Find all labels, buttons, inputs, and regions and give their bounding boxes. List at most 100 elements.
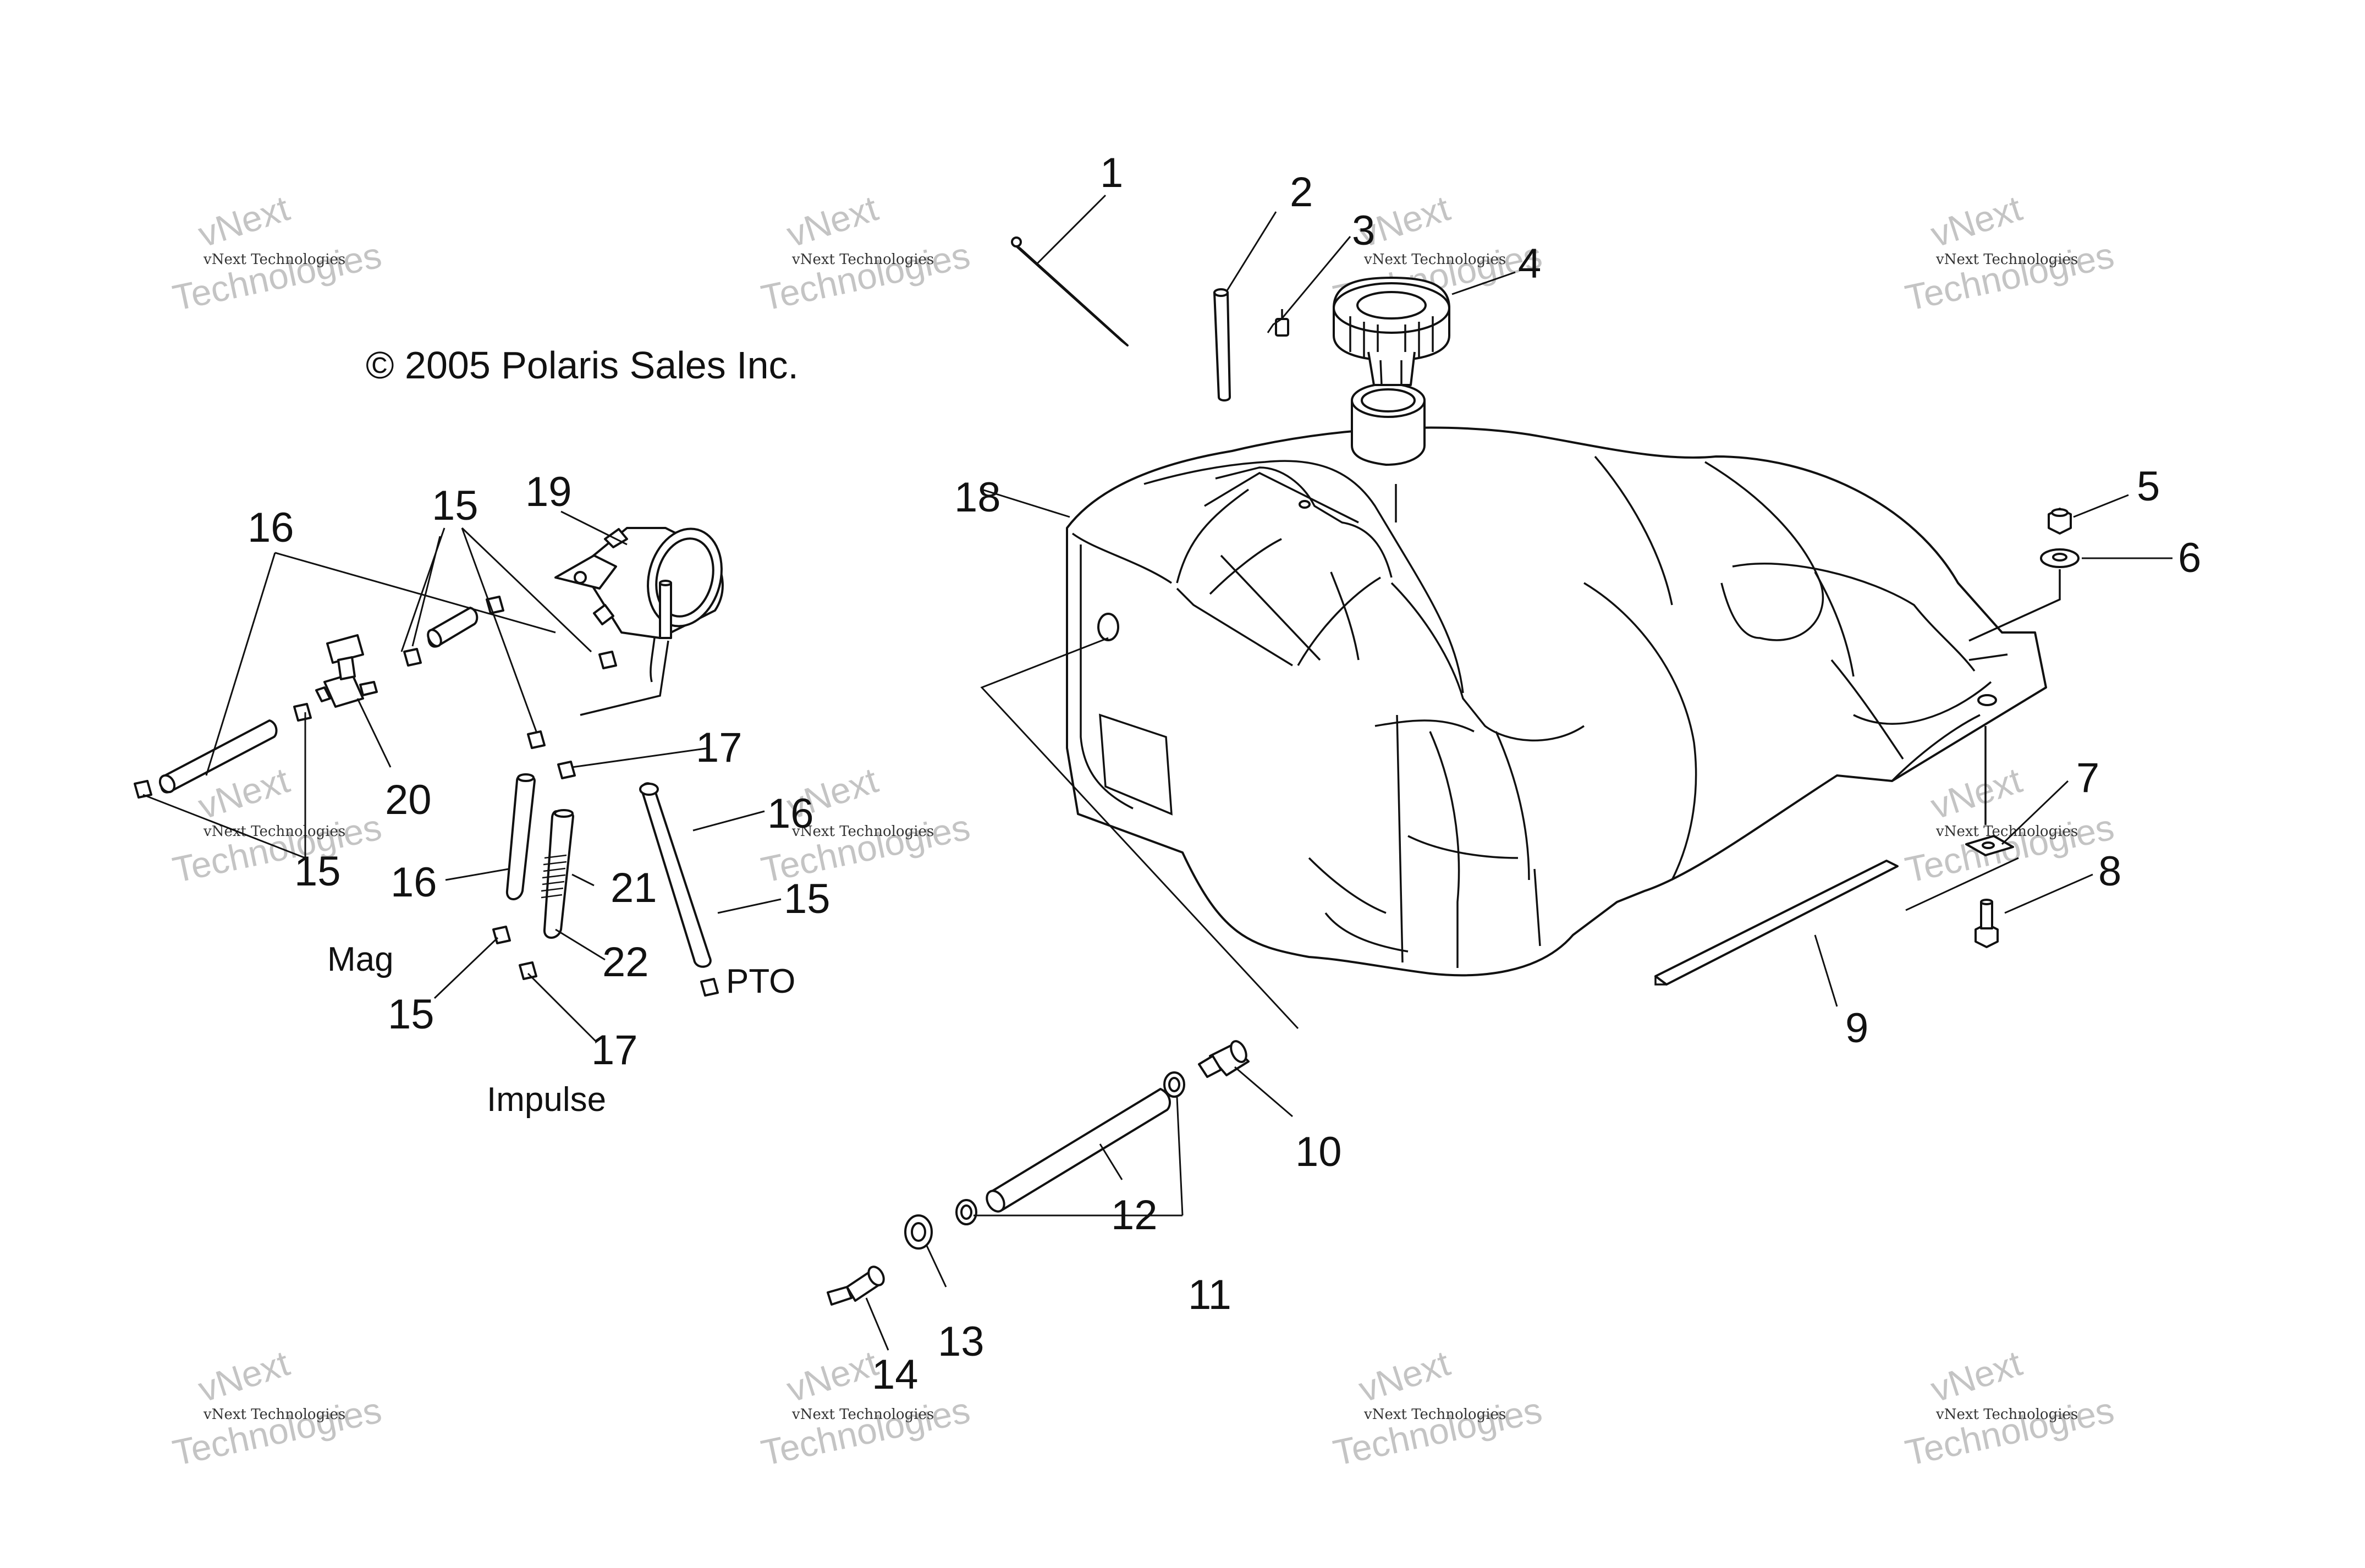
callout-4: 4 — [1518, 240, 1541, 287]
part-15-clamp — [293, 703, 312, 722]
callout-22: 22 — [602, 939, 649, 986]
fuel-tank-drawing — [1066, 383, 2047, 977]
part-15-clamp — [134, 780, 152, 799]
caption-impulse: Impulse — [487, 1081, 606, 1119]
callout-19: 19 — [525, 469, 572, 515]
part-15-clamp — [492, 926, 511, 944]
watermark: vNext Technologies vNext Technologies — [1902, 188, 2118, 318]
part-21-spring — [541, 809, 574, 939]
part-15-clamp — [403, 648, 422, 667]
svg-text:Technologies: Technologies — [169, 1389, 385, 1473]
svg-text:vNext: vNext — [1354, 1343, 1454, 1410]
part-19-fuel-pump — [554, 527, 724, 683]
svg-text:vNext Technologies: vNext Technologies — [203, 1406, 345, 1423]
svg-text:vNext Technologies: vNext Technologies — [791, 251, 934, 268]
svg-text:Technologies: Technologies — [1902, 1389, 2118, 1473]
callout-7: 7 — [2076, 755, 2099, 801]
callout-16: 16 — [767, 790, 814, 837]
callout-13: 13 — [938, 1318, 985, 1365]
svg-text:vNext: vNext — [1926, 188, 2026, 255]
part-17-clamp — [557, 761, 576, 779]
part-12-hose — [986, 1088, 1171, 1213]
callout-14: 14 — [872, 1351, 919, 1398]
callout-12: 12 — [1111, 1192, 1158, 1239]
pump-outlet-line — [580, 640, 669, 716]
part-6-washer — [2040, 548, 2080, 568]
svg-text:Technologies: Technologies — [758, 234, 974, 318]
callout-2: 2 — [1290, 169, 1313, 216]
callout-3: 3 — [1352, 207, 1375, 254]
svg-text:vNext: vNext — [1926, 760, 2026, 827]
part-16-hose — [505, 773, 536, 900]
callout-21: 21 — [610, 865, 657, 911]
watermark: vNext Technologies vNext Technologies — [1330, 1343, 1546, 1473]
watermark: vNext Technologies vNext Technologies — [169, 1343, 385, 1473]
part-5-nut — [2048, 508, 2072, 535]
caption-mag: Mag — [327, 940, 394, 978]
svg-text:Technologies: Technologies — [1902, 234, 2118, 318]
callout-20: 20 — [385, 777, 432, 823]
svg-text:vNext Technologies: vNext Technologies — [1935, 251, 2078, 268]
callout-16: 16 — [248, 504, 294, 551]
callout-5: 5 — [2137, 463, 2160, 510]
leader-lines — [142, 194, 2172, 1351]
svg-text:vNext Technologies: vNext Technologies — [1935, 823, 2078, 840]
callout-11: 11 — [1188, 1272, 1231, 1318]
svg-text:vNext: vNext — [1926, 1343, 2026, 1410]
part-16-hose — [158, 719, 278, 794]
part-4-fuel-cap — [1333, 277, 1450, 386]
caption-pto: PTO — [726, 962, 795, 1000]
washer-stud-line — [1968, 569, 2061, 642]
callout-1: 1 — [1100, 150, 1123, 196]
svg-text:vNext Technologies: vNext Technologies — [1363, 251, 1506, 268]
svg-text:vNext: vNext — [193, 1343, 294, 1410]
copyright-text: © 2005 Polaris Sales Inc. — [366, 344, 799, 387]
part-13-grommet — [904, 1214, 933, 1250]
part-15-clamp — [598, 651, 617, 669]
part-7-plate — [1965, 726, 2014, 856]
svg-text:vNext Technologies: vNext Technologies — [791, 1406, 934, 1423]
part-11-clamp — [1163, 1071, 1185, 1098]
watermark: vNext Technologies vNext Technologies — [169, 760, 385, 890]
part-2-vent-tube — [1213, 288, 1231, 401]
callout-9: 9 — [1845, 1005, 1868, 1052]
callout-10: 10 — [1295, 1129, 1342, 1175]
part-9-strip — [1654, 860, 1899, 986]
part-10-fitting — [1198, 1040, 1250, 1078]
part-17-clamp — [519, 961, 537, 980]
svg-text:vNext Technologies: vNext Technologies — [203, 823, 345, 840]
part-8-bolt — [1975, 899, 1999, 948]
callout-15: 15 — [784, 876, 831, 922]
watermark: vNext Technologies vNext Technologies — [1902, 1343, 2118, 1473]
part-20-shutoff-valve — [315, 634, 378, 708]
callout-6: 6 — [2178, 535, 2201, 581]
svg-text:vNext: vNext — [782, 1343, 882, 1410]
svg-text:Technologies: Technologies — [1330, 1389, 1546, 1473]
part-16-hose — [639, 782, 712, 968]
callout-16: 16 — [391, 859, 437, 906]
part-16-hose — [427, 607, 479, 648]
callout-18: 18 — [954, 474, 1001, 521]
part-1-strap — [1011, 236, 1129, 346]
watermark: vNext Technologies vNext Technologies — [169, 188, 385, 318]
svg-text:vNext: vNext — [782, 188, 882, 255]
svg-text:vNext Technologies: vNext Technologies — [791, 823, 934, 840]
callout-15: 15 — [388, 991, 435, 1038]
svg-text:vNext Technologies: vNext Technologies — [1363, 1406, 1506, 1423]
part-14-fitting — [827, 1266, 885, 1306]
svg-text:Technologies: Technologies — [169, 234, 385, 318]
svg-text:Technologies: Technologies — [169, 806, 385, 890]
svg-text:vNext Technologies: vNext Technologies — [203, 251, 345, 268]
callout-15: 15 — [432, 482, 479, 529]
part-15-clamp — [527, 730, 546, 749]
part-15-clamp — [700, 978, 719, 997]
svg-text:Technologies: Technologies — [758, 1389, 974, 1473]
callout-8: 8 — [2098, 848, 2121, 895]
part-11-clamp — [955, 1199, 977, 1225]
svg-text:vNext: vNext — [193, 188, 294, 255]
callout-group: 1 2 3 4 5 6 7 8 9 10 11 12 13 14 15 15 1… — [248, 150, 2201, 1398]
callout-17: 17 — [591, 1027, 638, 1074]
callout-15: 15 — [294, 848, 341, 895]
watermark: vNext Technologies vNext Technologies — [758, 188, 974, 318]
